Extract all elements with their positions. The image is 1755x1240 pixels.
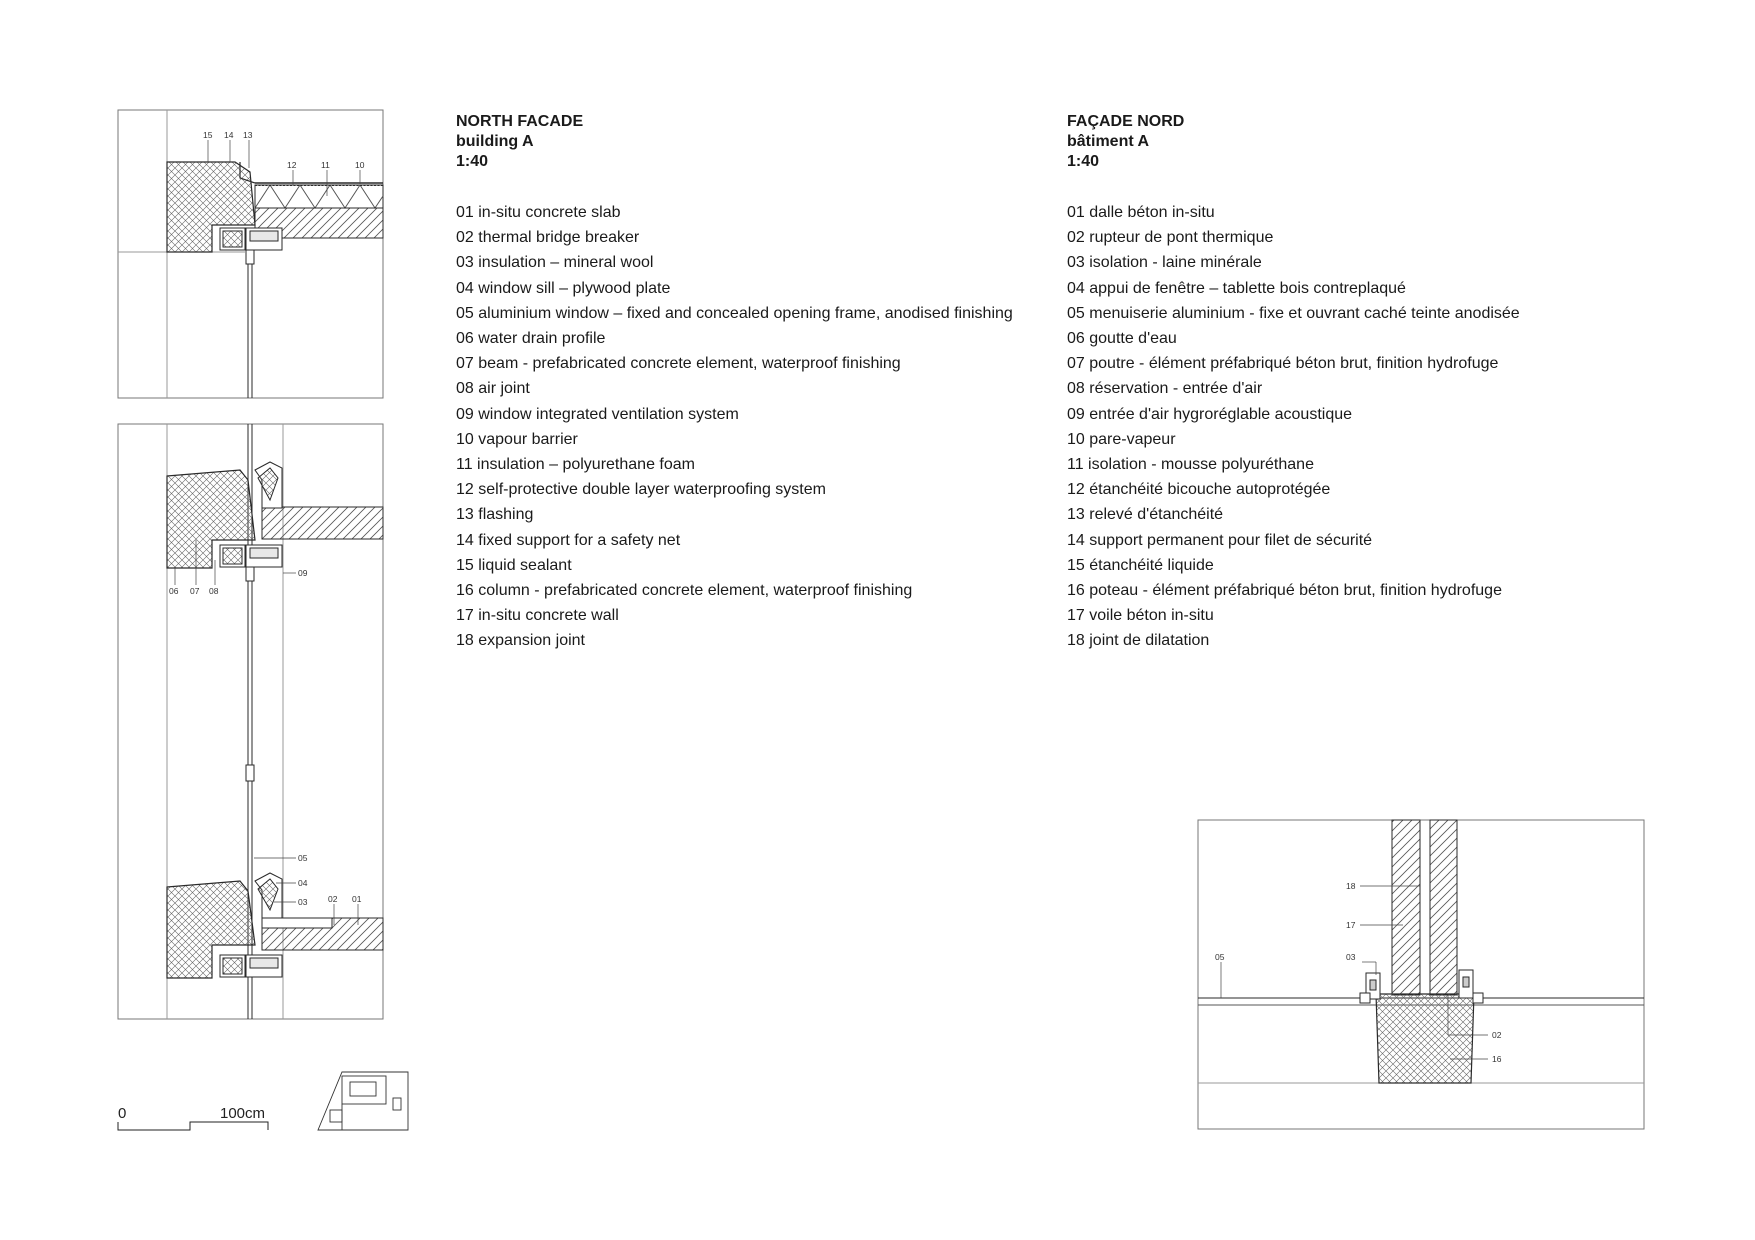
legend-item: 09 window integrated ventilation system bbox=[456, 405, 739, 423]
facade-section-detail bbox=[117, 423, 384, 1020]
sill-label: 07 bbox=[190, 586, 200, 596]
legend-item: 07 poutre - élément préfabriqué béton br… bbox=[1067, 355, 1499, 373]
legend-item: 12 étanchéité bicouche autoprotégée bbox=[1067, 481, 1331, 499]
scale-end-label: 100cm bbox=[220, 1105, 265, 1122]
legend-item: 15 liquid sealant bbox=[456, 556, 572, 574]
plan-label: 02 bbox=[1492, 1030, 1502, 1040]
legend-subtitle: building A bbox=[456, 133, 534, 150]
legend-list: 01 in-situ concrete slab 02 thermal brid… bbox=[456, 200, 1013, 654]
roof-label: 12 bbox=[287, 160, 297, 170]
legend-item: 05 aluminium window – fixed and conceale… bbox=[456, 304, 1013, 322]
plan-label: 05 bbox=[1215, 952, 1225, 962]
legend-item: 18 joint de dilatation bbox=[1067, 632, 1210, 650]
legend-item: 13 relevé d'étanchéité bbox=[1067, 506, 1224, 524]
sill-label: 02 bbox=[328, 894, 338, 904]
plan-detail-labels: 18 17 05 03 02 16 bbox=[1215, 881, 1502, 1064]
sill-label: 03 bbox=[298, 897, 308, 907]
sill-label: 04 bbox=[298, 878, 308, 888]
legend-item: 14 support permanent pour filet de sécur… bbox=[1067, 531, 1373, 549]
legend-item: 04 window sill – plywood plate bbox=[456, 279, 671, 297]
legend-scale: 1:40 bbox=[1067, 153, 1100, 170]
plan-label: 17 bbox=[1346, 920, 1356, 930]
legend-item: 01 dalle béton in-situ bbox=[1067, 204, 1215, 221]
legend-item: 06 water drain profile bbox=[456, 330, 606, 348]
sill-label: 05 bbox=[298, 853, 308, 863]
scale-bar: 0 100cm bbox=[117, 1105, 269, 1131]
legend-item: 16 poteau - élément préfabriqué béton br… bbox=[1067, 582, 1502, 600]
legend-list: 01 dalle béton in-situ 02 rupteur de pon… bbox=[1067, 200, 1520, 654]
legend-item: 02 rupteur de pont thermique bbox=[1067, 229, 1274, 247]
legend-item: 07 beam - prefabricated concrete element… bbox=[456, 355, 901, 373]
sill-label: 06 bbox=[169, 586, 179, 596]
plan-label: 16 bbox=[1492, 1054, 1502, 1064]
legend-item: 15 étanchéité liquide bbox=[1067, 556, 1214, 574]
sill-label: 08 bbox=[209, 586, 219, 596]
legend-item: 17 voile béton in-situ bbox=[1067, 607, 1214, 625]
roof-label: 13 bbox=[243, 130, 253, 140]
legend-title: NORTH FACADE bbox=[456, 113, 584, 130]
plan-label: 18 bbox=[1346, 881, 1356, 891]
roof-section-detail bbox=[117, 109, 384, 399]
legend-item: 08 réservation - entrée d'air bbox=[1067, 380, 1263, 398]
legend-item: 01 in-situ concrete slab bbox=[456, 204, 621, 221]
key-plan-thumbnail bbox=[317, 1071, 409, 1131]
legend-item: 04 appui de fenêtre – tablette bois cont… bbox=[1067, 279, 1406, 297]
roof-label: 10 bbox=[355, 160, 365, 170]
facade-detail-labels: 06 07 08 09 05 04 03 02 01 bbox=[169, 568, 362, 907]
legend-item: 05 menuiserie aluminium - fixe et ouvran… bbox=[1067, 304, 1520, 322]
plan-label: 03 bbox=[1346, 952, 1356, 962]
legend-item: 14 fixed support for a safety net bbox=[456, 531, 681, 549]
legend-item: 13 flashing bbox=[456, 506, 534, 524]
legend-item: 02 thermal bridge breaker bbox=[456, 229, 640, 247]
plan-section-detail bbox=[1197, 819, 1645, 1130]
legend-french: FAÇADE NORD bâtiment A 1:40 01 dalle bét… bbox=[1067, 112, 1520, 654]
sill-label: 01 bbox=[352, 894, 362, 904]
legend-item: 18 expansion joint bbox=[456, 632, 585, 650]
legend-scale: 1:40 bbox=[456, 153, 489, 170]
legend-item: 17 in-situ concrete wall bbox=[456, 607, 619, 625]
legend-item: 06 goutte d'eau bbox=[1067, 330, 1177, 348]
legend-item: 16 column - prefabricated concrete eleme… bbox=[456, 582, 913, 600]
scale-start-label: 0 bbox=[118, 1105, 126, 1122]
roof-label: 14 bbox=[224, 130, 234, 140]
legend-item: 03 insulation – mineral wool bbox=[456, 254, 654, 272]
legend-title: FAÇADE NORD bbox=[1067, 113, 1185, 130]
legend-item: 11 insulation – polyurethane foam bbox=[456, 456, 695, 474]
legend-subtitle: bâtiment A bbox=[1067, 133, 1150, 150]
legend-item: 11 isolation - mousse polyuréthane bbox=[1067, 456, 1314, 474]
legend-item: 10 vapour barrier bbox=[456, 430, 578, 448]
roof-detail-labels: 15 14 13 12 11 10 bbox=[203, 130, 365, 170]
legend-item: 09 entrée d'air hygroréglable acoustique bbox=[1067, 405, 1353, 423]
legend-english: NORTH FACADE building A 1:40 01 in-situ … bbox=[456, 112, 1013, 654]
legend-item: 10 pare-vapeur bbox=[1067, 430, 1176, 448]
sill-label: 09 bbox=[298, 568, 308, 578]
legend-item: 12 self-protective double layer waterpro… bbox=[456, 481, 826, 499]
roof-label: 15 bbox=[203, 130, 213, 140]
legend-item: 08 air joint bbox=[456, 380, 530, 398]
legend-item: 03 isolation - laine minérale bbox=[1067, 254, 1262, 272]
roof-label: 11 bbox=[321, 160, 330, 170]
